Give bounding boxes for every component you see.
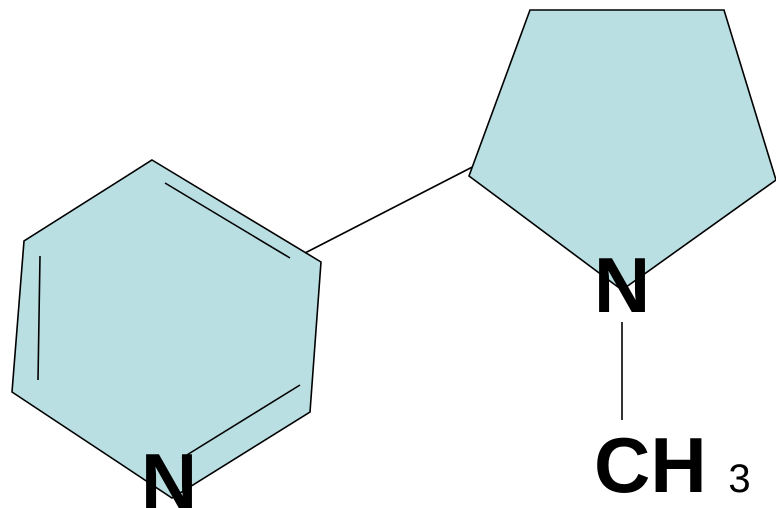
pyridine-double-bond-left [37,255,41,381]
pyridine-nitrogen-label: N [141,437,197,508]
methyl-group-label: CH 3 [594,421,751,508]
pyrrolidine-nitrogen-label: N [594,241,650,329]
ring-connecting-bond [304,159,487,254]
methyl-ch-text: CH [594,421,707,508]
pyridine-double-bond-top [164,182,291,259]
methyl-subscript-3: 3 [728,457,750,501]
pyridine-ring [11,159,322,499]
pyridine-double-bond-bottom [181,384,301,459]
pyrrolidine-ring [468,9,776,291]
